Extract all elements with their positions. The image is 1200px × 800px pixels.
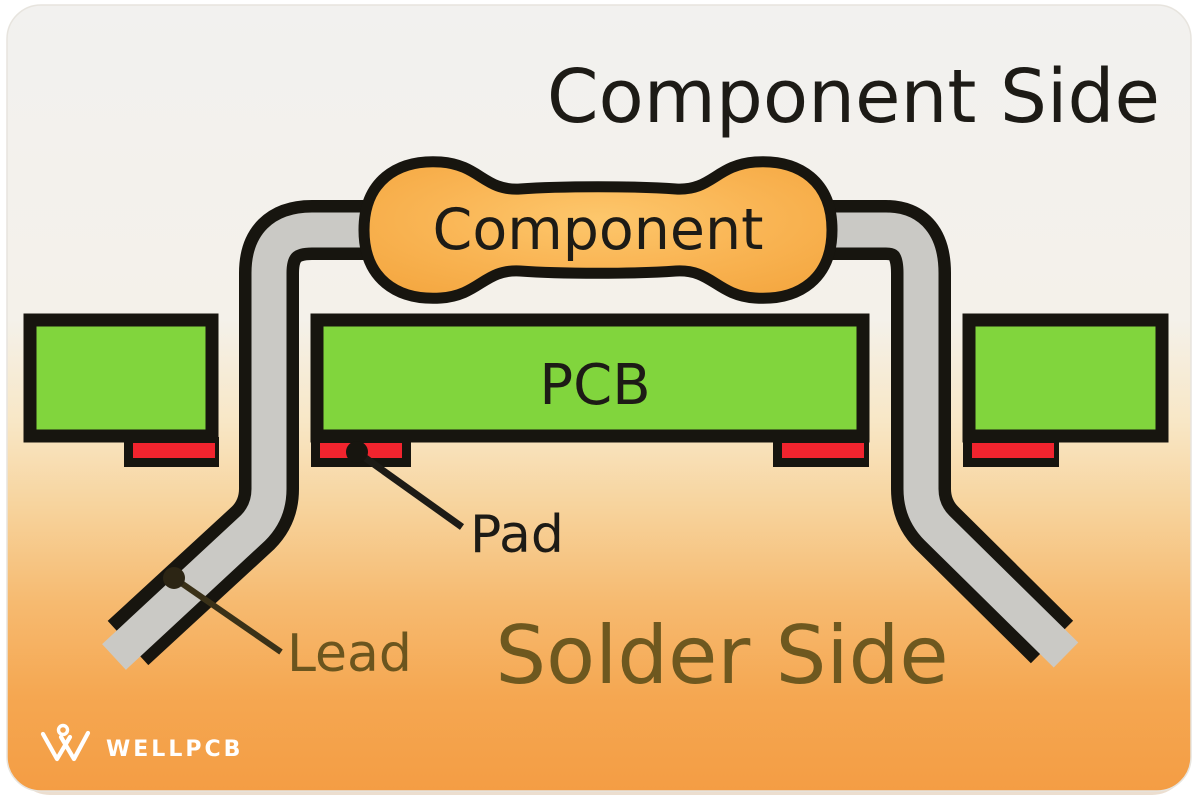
- lead-left-wire: [102, 212, 368, 670]
- lead-callout: Lead: [163, 567, 412, 684]
- lead-right: [830, 200, 1079, 668]
- lead-left: [102, 200, 368, 670]
- solder-pads: [124, 437, 1059, 467]
- pad-4: [972, 443, 1054, 458]
- pad-callout: Pad: [346, 441, 564, 565]
- logo-v-right: [58, 730, 91, 762]
- wellpcb-logo-icon: [40, 723, 91, 762]
- wellpcb-logo-text: WELLPCB: [106, 737, 243, 762]
- wellpcb-logo: WELLPCB: [40, 723, 243, 762]
- pad-1: [133, 443, 215, 458]
- pad-3: [782, 443, 864, 458]
- pad-label: Pad: [470, 505, 564, 565]
- lead-right-wire: [830, 212, 1079, 668]
- pad-callout-line: [354, 449, 465, 530]
- pcb-label: PCB: [539, 353, 650, 418]
- pcb-segment-left: [23, 313, 219, 443]
- pcb-segment-center: [310, 313, 870, 443]
- pad-callout-dot: [346, 441, 368, 463]
- pcb-segment-right: [962, 313, 1169, 443]
- lead-label: Lead: [287, 624, 412, 684]
- solder-side-title: Solder Side: [495, 609, 948, 702]
- pcb-board: [23, 313, 1169, 443]
- logo-ring: [56, 723, 70, 737]
- component-body: [358, 156, 838, 304]
- lead-callout-dot: [163, 567, 185, 589]
- component-label: Component: [433, 197, 764, 263]
- component-side-title: Component Side: [547, 54, 1160, 140]
- lead-callout-line: [172, 575, 283, 655]
